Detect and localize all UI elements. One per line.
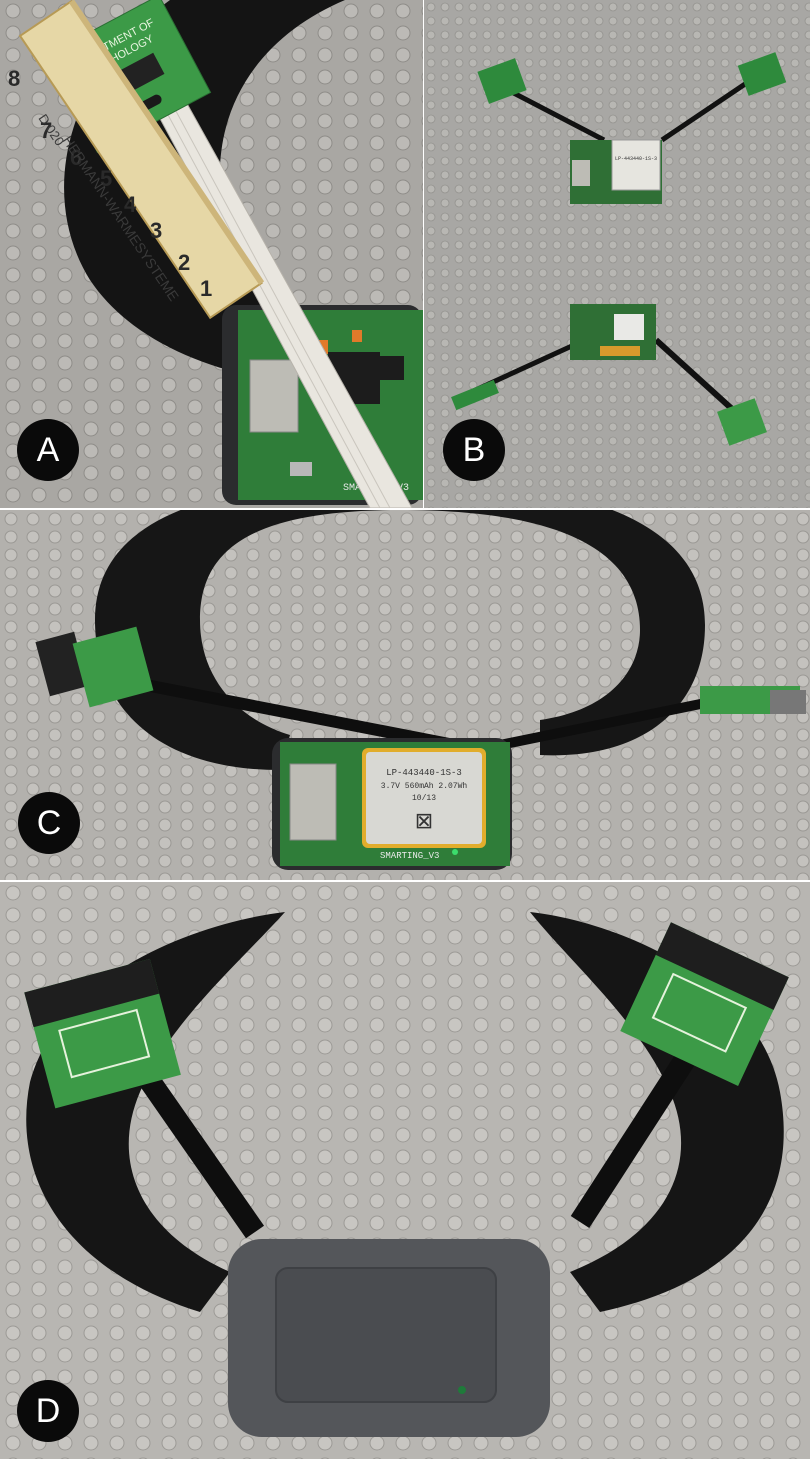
device-top: LP-443440-1S-3	[477, 52, 787, 204]
cable-left	[130, 1060, 265, 1239]
panel-label-a: A	[17, 419, 79, 481]
headband-ring	[95, 510, 705, 770]
cable-right	[570, 1046, 700, 1228]
folding-ruler	[18, 0, 265, 320]
electrode-board-right	[620, 922, 789, 1086]
panel-b: LP-443440-1S-3 B	[424, 0, 810, 508]
svg-text:3: 3	[150, 218, 162, 243]
svg-text:6: 6	[70, 145, 82, 170]
bluetooth-module	[289, 763, 337, 841]
svg-text:5: 5	[100, 166, 112, 191]
electrode-board-left	[24, 958, 181, 1109]
electrode-right	[498, 686, 806, 750]
panel-a-photo: SMARTING_V3 DEPARTMENT OF PSYCHOLOGY 8 7…	[0, 0, 423, 508]
svg-text:4: 4	[124, 192, 137, 217]
case-label-area	[275, 1267, 497, 1403]
panel-d: D	[0, 882, 810, 1459]
svg-text:2: 2	[178, 250, 190, 275]
board-label-c: SMARTING_V3	[380, 851, 439, 861]
panel-label-c: C	[18, 792, 80, 854]
ruler-digits: 8 7 6 5 4 3 2 1	[8, 66, 212, 301]
panel-c-photo: LP-443440-1S-3 3.7V 560mAh 2.07Wh 10/13 …	[0, 510, 810, 880]
panel-label-b: B	[443, 419, 505, 481]
svg-text:LP-443440-1S-3: LP-443440-1S-3	[615, 156, 657, 162]
svg-text:LP-443440-1S-3: LP-443440-1S-3	[386, 768, 462, 778]
usb-port	[290, 462, 312, 476]
bluetooth-module	[249, 359, 299, 433]
status-led	[452, 849, 458, 855]
panel-d-photo	[0, 882, 810, 1459]
panel-label-d: D	[17, 1380, 79, 1442]
panel-a: SMARTING_V3 DEPARTMENT OF PSYCHOLOGY 8 7…	[0, 0, 423, 508]
svg-text:7: 7	[40, 118, 52, 143]
svg-text:10/13: 10/13	[412, 794, 436, 803]
panel-c: LP-443440-1S-3 3.7V 560mAh 2.07Wh 10/13 …	[0, 510, 810, 880]
device-bottom	[451, 304, 767, 446]
status-led	[458, 1386, 466, 1394]
svg-text:⊠: ⊠	[415, 809, 433, 834]
svg-text:8: 8	[8, 66, 20, 91]
svg-text:1: 1	[200, 276, 212, 301]
svg-text:3.7V 560mAh 2.07Wh: 3.7V 560mAh 2.07Wh	[381, 782, 468, 791]
